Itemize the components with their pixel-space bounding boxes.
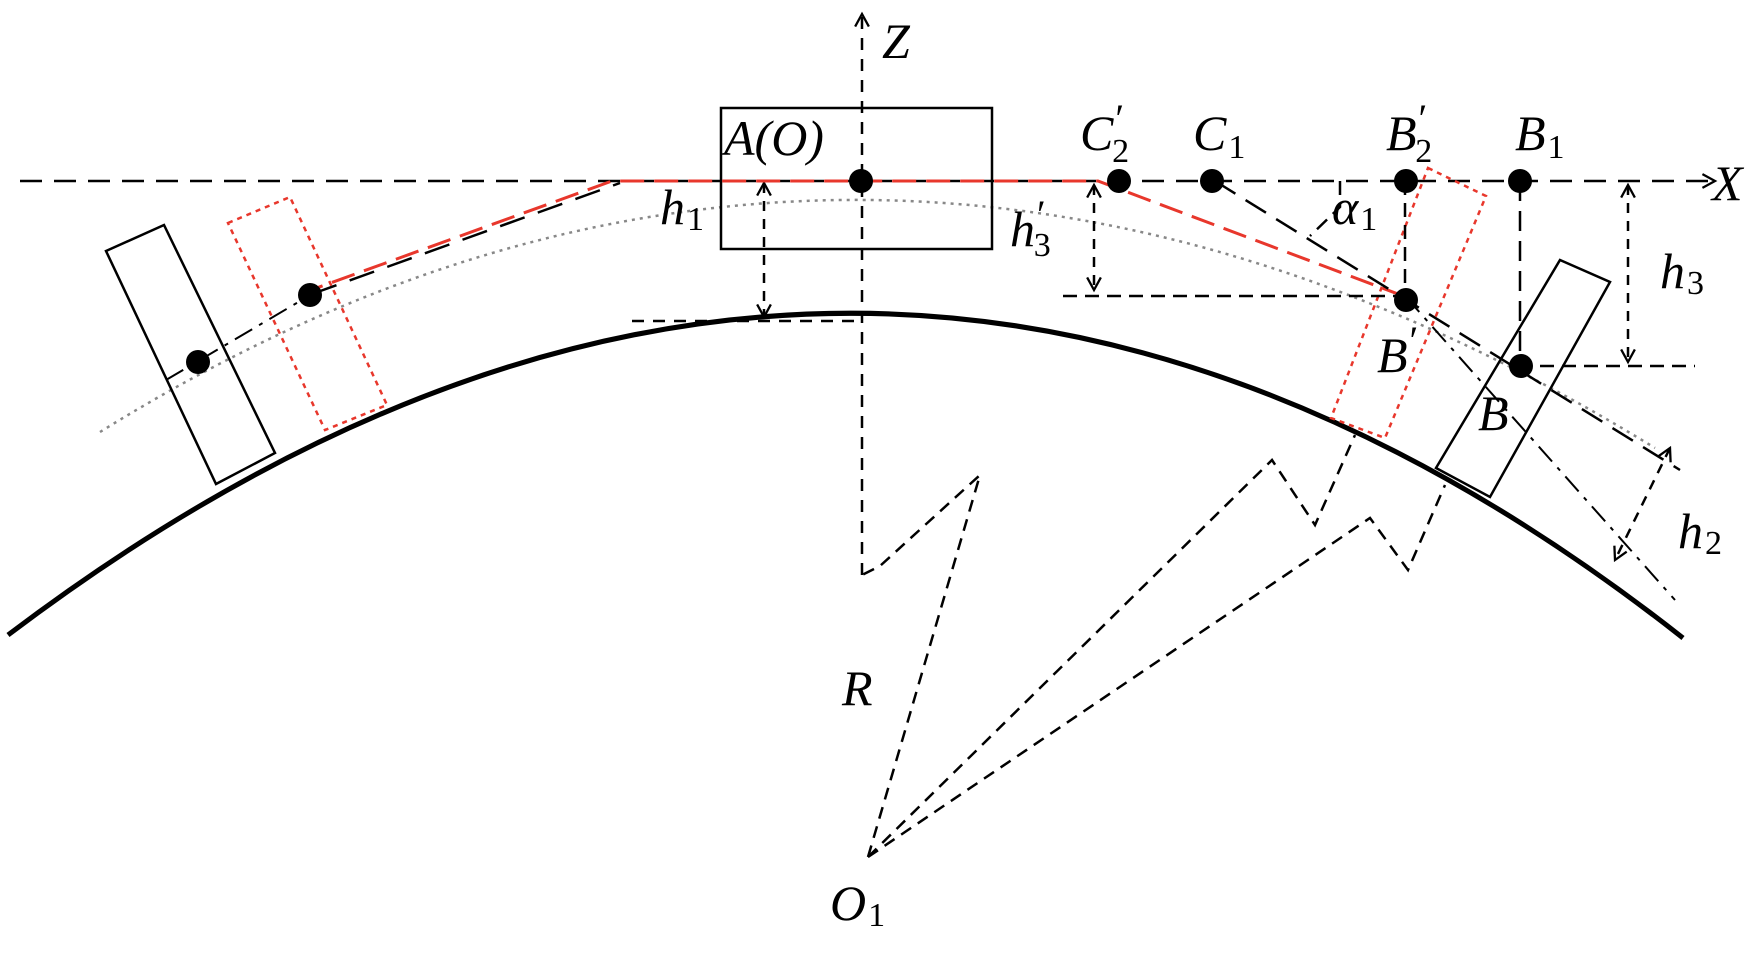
label-x: X (1710, 155, 1745, 211)
label-r: R (841, 660, 873, 716)
point-c1 (1200, 169, 1224, 193)
label-b2-prime: B′2 (1386, 96, 1432, 170)
label-h3-prime: h′3 (1010, 192, 1051, 264)
label-a-o: A(O) (721, 110, 824, 166)
reference-arc (99, 198, 1656, 450)
label-alpha1: α1 (1332, 179, 1377, 238)
label-h2: h2 (1678, 503, 1722, 562)
right-red-rect (1329, 166, 1488, 440)
right-chord-dash (1214, 179, 1681, 472)
alpha1-angle-mark (1309, 181, 1342, 237)
point-c2-prime (1107, 169, 1131, 193)
points (186, 169, 1533, 378)
label-o1: O1 (830, 875, 885, 934)
left-body-rect (104, 223, 277, 486)
left-chord-dash (311, 181, 621, 296)
h2-dimension (1615, 448, 1670, 560)
label-h1: h1 (660, 179, 704, 238)
radius-line-right-1 (867, 434, 1357, 858)
radius-line-center (861, 471, 983, 858)
left-red-rect (226, 195, 389, 432)
right-body-rect (1434, 258, 1612, 499)
label-h3: h3 (1660, 243, 1704, 302)
point-b (1509, 354, 1533, 378)
label-z: Z (882, 13, 911, 69)
point-b1 (1508, 169, 1532, 193)
label-b: B (1478, 385, 1509, 441)
point-b-prime (1394, 288, 1418, 312)
point-b2-prime (1394, 169, 1418, 193)
curved-surface (6, 310, 1685, 640)
center-body-rect (719, 106, 994, 251)
radius-line-right-2 (867, 484, 1447, 859)
point-origin (849, 169, 873, 193)
label-c1: C1 (1193, 105, 1245, 166)
label-b1: B1 (1515, 105, 1565, 166)
point-left-body (186, 350, 210, 374)
label-c2-prime: C′2 (1080, 96, 1129, 170)
point-left-red (298, 283, 322, 307)
label-b-prime: B′ (1377, 318, 1418, 383)
